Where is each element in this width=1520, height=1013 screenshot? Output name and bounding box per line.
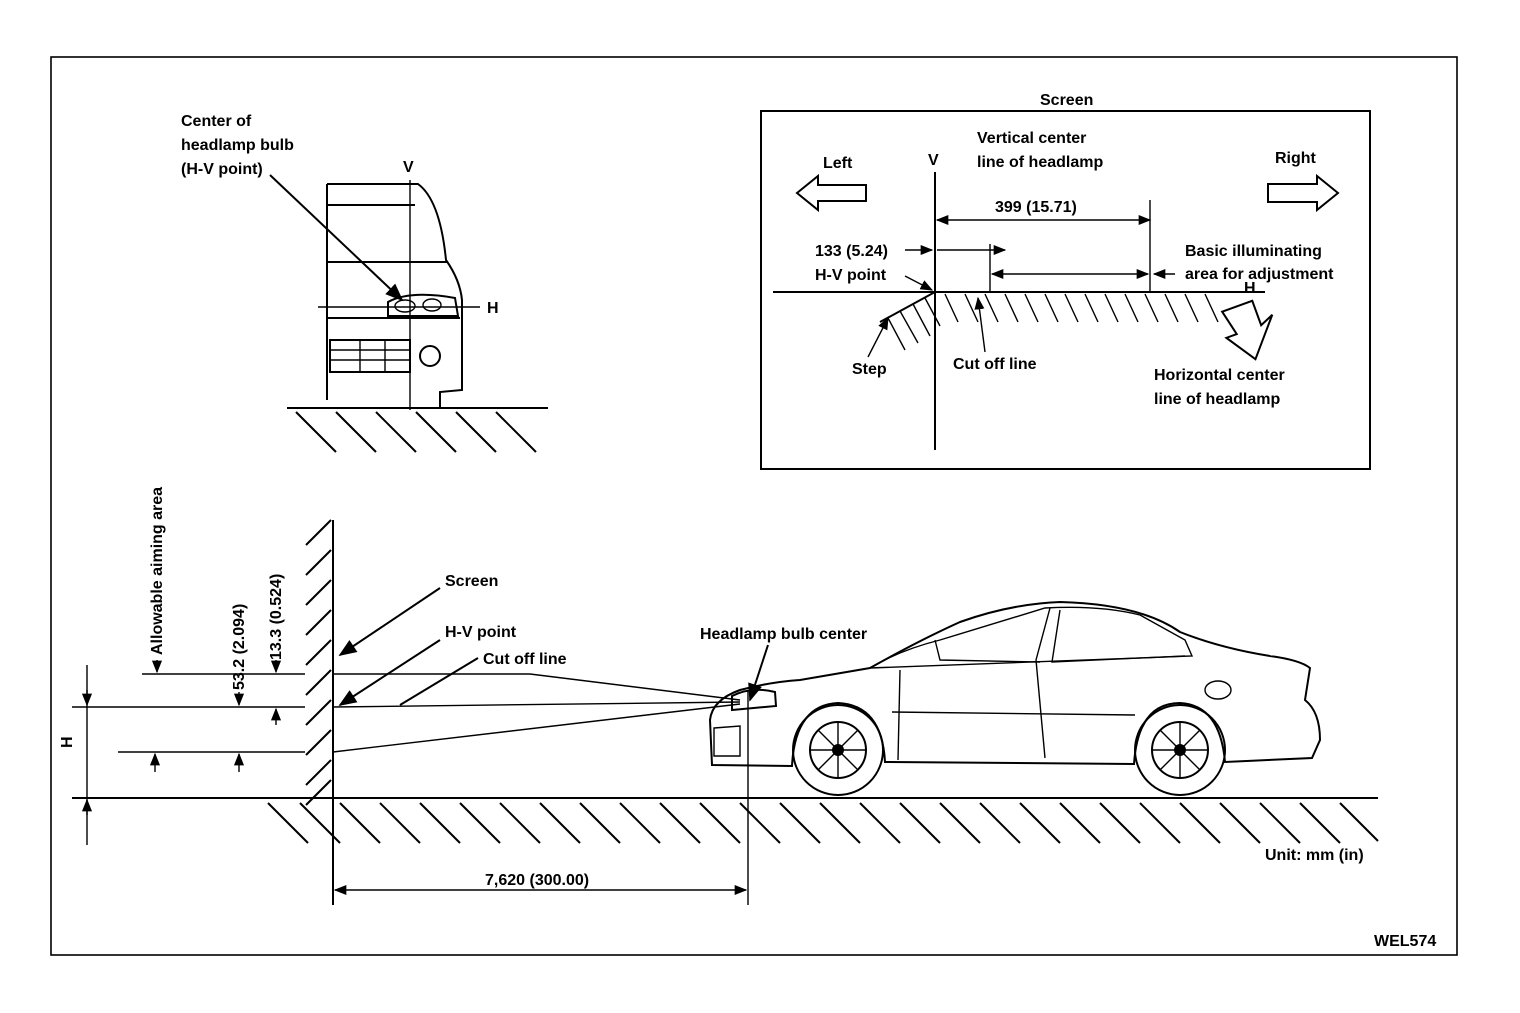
down-arrow-icon: [1220, 299, 1274, 361]
screen-v-label: V: [928, 152, 939, 169]
dim-13-label: 13.3 (0.524): [268, 574, 285, 660]
front-callout-arrow: [269, 174, 404, 302]
front-callout-2: headlamp bulb: [181, 137, 294, 154]
front-callout-3: (H-V point): [181, 161, 263, 178]
vertical-center-label-2: line of headlamp: [977, 154, 1103, 171]
step-label: Step: [852, 361, 887, 378]
car-side-view: [708, 600, 1322, 796]
side-hv-label: H-V point: [445, 624, 517, 641]
unit-note: Unit: mm (in): [1265, 847, 1364, 864]
front-v-label: V: [403, 159, 414, 176]
horizontal-center-label-1: Horizontal center: [1154, 367, 1285, 384]
front-ground-hatch: [295, 411, 537, 453]
rear-wheel: [1134, 704, 1226, 796]
side-cutoff-label: Cut off line: [483, 651, 567, 668]
front-wheel: [792, 704, 884, 796]
allowable-label: Allowable aiming area: [149, 487, 166, 655]
screen-wall-hatch: [305, 519, 332, 806]
basic-area-label-1: Basic illuminating: [1185, 243, 1322, 260]
left-label: Left: [823, 155, 853, 172]
front-h-label: H: [487, 300, 499, 317]
dim-53-label: 53.2 (2.094): [231, 604, 248, 690]
right-label: Right: [1275, 150, 1317, 167]
right-arrow-icon: [1267, 173, 1340, 213]
basic-area-label-2: area for adjustment: [1185, 266, 1334, 283]
ground-hatch: [267, 802, 1379, 844]
side-view: H Allowable aiming area 53.2 (2.094) 13.…: [59, 487, 1379, 905]
vertical-center-label-1: Vertical center: [977, 130, 1086, 147]
front-view: V H Center of headlamp bulb (H-V point): [181, 113, 548, 453]
h-dim-label: H: [59, 736, 76, 748]
bulb-center-label: Headlamp bulb center: [700, 626, 867, 643]
screen-panel: Screen Left Right Vertical center line o…: [760, 92, 1371, 470]
horizontal-center-label-2: line of headlamp: [1154, 391, 1280, 408]
cutoff-label: Cut off line: [953, 356, 1037, 373]
front-callout-1: Center of: [181, 113, 252, 130]
side-screen-label: Screen: [445, 573, 498, 590]
hv-point-label: H-V point: [815, 267, 887, 284]
screen-h-label: H: [1244, 280, 1256, 297]
cutoff-hatch: [879, 291, 1219, 351]
screen-box: [760, 110, 1371, 470]
figure-id: WEL574: [1374, 933, 1436, 950]
screen-title: Screen: [1040, 92, 1093, 109]
dim-133-label: 133 (5.24): [815, 243, 888, 260]
fog-lamp: [419, 345, 441, 367]
distance-label: 7,620 (300.00): [485, 872, 589, 889]
left-arrow-icon: [795, 173, 867, 213]
dim-399-label: 399 (15.71): [995, 199, 1077, 216]
outer-frame: [50, 56, 1458, 956]
